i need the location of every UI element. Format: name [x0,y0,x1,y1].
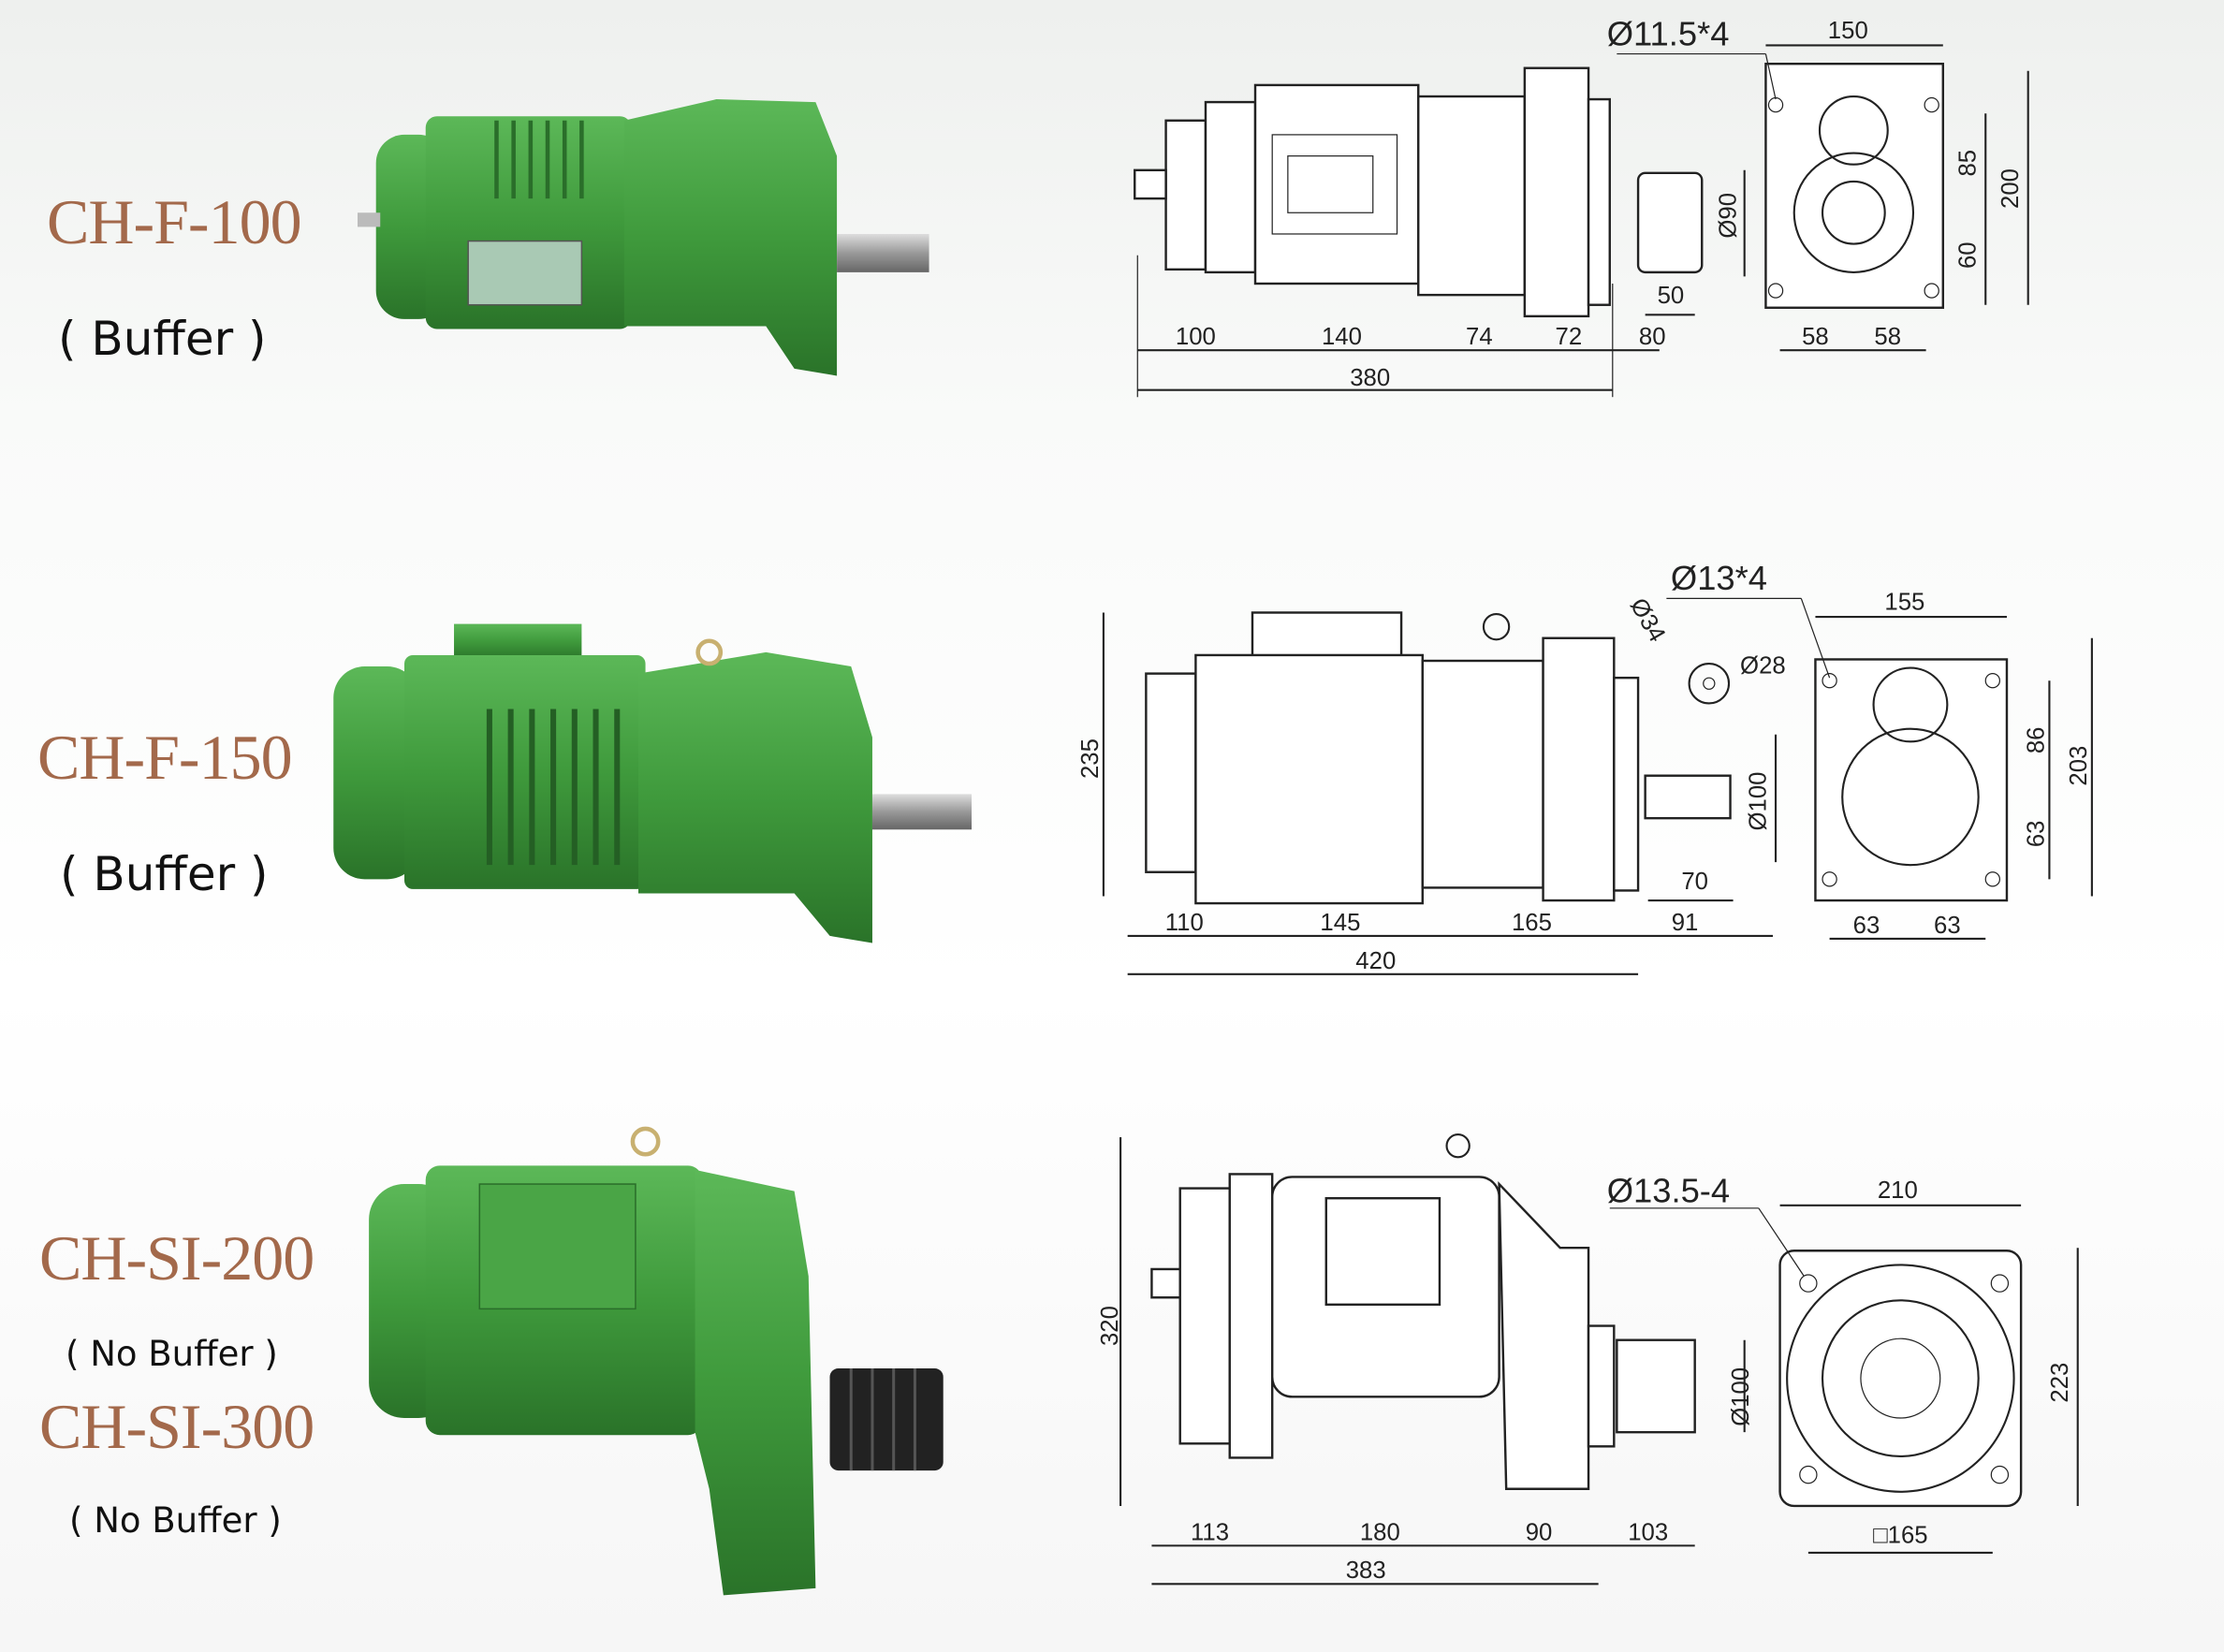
dimension-drawing-ch-f-150: Ø13*4 Ø34 Ø28 155 235 Ø100 86 63 203 70 … [1077,559,2093,975]
dim-lower: 60 [1955,241,1982,269]
dim-shaft-dia: Ø100 [1745,771,1771,830]
dim-half: 63 [1853,913,1880,939]
dim-segment: 90 [1526,1519,1553,1545]
motor-photo-ch-si-200-300 [369,1126,944,1596]
hole-spec: Ø13*4 [1671,559,1767,597]
dim-upper: 85 [1955,150,1982,177]
dimension-drawing-ch-f-100: Ø11.5*4 150 85 60 200 Ø90 50 100 140 74 … [1134,14,2029,398]
dim-total: 383 [1346,1557,1386,1584]
hole-spec: Ø13.5-4 [1607,1172,1730,1210]
dim-segment: 103 [1628,1519,1668,1545]
model-label-ch-si-200: CH-SI-200 [39,1222,315,1294]
hole-spec: Ø11.5*4 [1607,14,1730,52]
dim-segment: 74 [1466,324,1493,350]
dim-flange-width: 155 [1884,589,1924,615]
dim-shaft-dia: Ø100 [1728,1367,1754,1426]
dim-segment: 80 [1639,324,1666,350]
dim-height: 223 [2047,1363,2073,1403]
dim-segment: 140 [1322,324,1362,350]
dim-overall-height: 320 [1097,1306,1123,1346]
dim-segment: 110 [1165,910,1204,936]
dim-half: 58 [1874,324,1901,350]
dimension-drawing-ch-si-200-300: Ø13.5-4 210 320 Ø100 223 113 180 90 103 … [1097,1133,2079,1586]
model-label-ch-si-300: CH-SI-300 [39,1391,315,1462]
buffer-note-ch-f-100: ( Buffer ) [58,312,267,366]
dim-shaft-len: 50 [1658,283,1685,309]
dim-segment: 165 [1512,910,1552,936]
dim-spline-outer: Ø34 [1625,594,1671,647]
dim-segment: 72 [1556,324,1583,350]
motor-photo-ch-f-150 [333,623,973,943]
dim-height: 203 [2066,746,2092,786]
dim-overall-height: 235 [1077,738,1104,779]
dim-shaft-dia: Ø90 [1716,193,1742,239]
buffer-note-ch-si-200: ( No Buffer ) [66,1334,278,1374]
dim-segment: 180 [1360,1519,1400,1545]
dim-lower: 63 [2023,821,2049,848]
dim-upper: 86 [2023,727,2049,754]
model-label-ch-f-100: CH-F-100 [47,186,302,257]
dim-segment: 113 [1191,1519,1229,1545]
dim-height: 200 [1997,168,2024,209]
dim-flange-width: 210 [1878,1177,1918,1204]
dim-segment: 91 [1672,910,1699,936]
buffer-note-ch-si-300: ( No Buffer ) [69,1500,282,1541]
dim-shaft-len: 70 [1681,869,1708,895]
dim-flange-width: 150 [1828,18,1868,44]
dim-spline-inner: Ø28 [1740,653,1786,680]
model-label-ch-f-150: CH-F-150 [37,722,293,793]
dim-half: 63 [1934,913,1961,939]
motor-photo-ch-f-100 [358,99,929,376]
dim-total: 380 [1350,365,1390,391]
dim-segment: 145 [1320,910,1360,936]
dim-half: 58 [1802,324,1829,350]
buffer-note-ch-f-150: ( Buffer ) [60,847,269,901]
dim-segment: 100 [1176,324,1216,350]
dim-square: □165 [1873,1522,1928,1548]
dim-total: 420 [1355,948,1396,974]
